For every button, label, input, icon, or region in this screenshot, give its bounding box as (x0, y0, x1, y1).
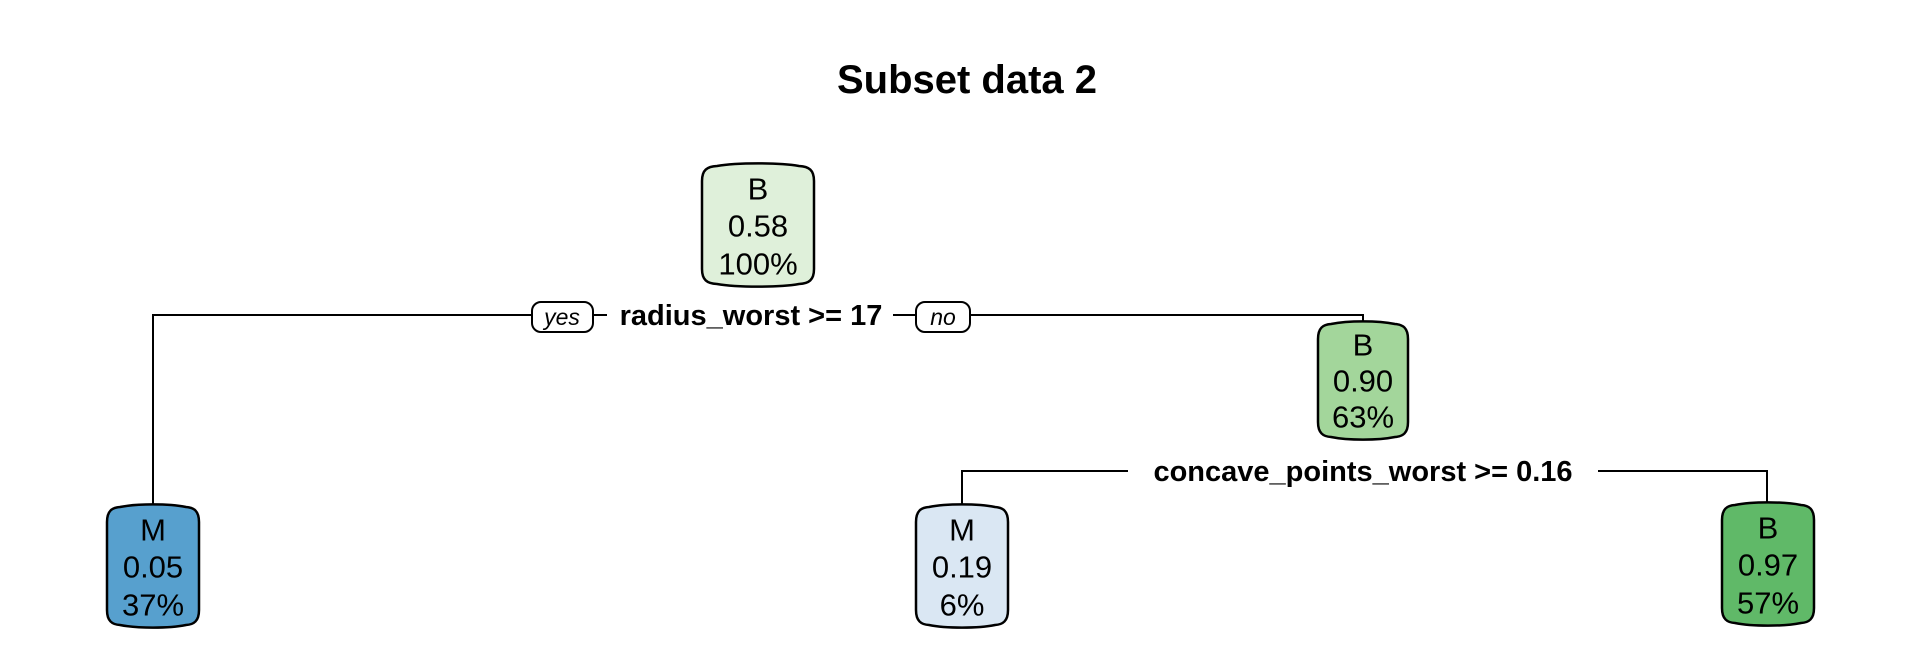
internal-node-b-shape (1316, 320, 1410, 441)
root-node-prob: 0.58 (728, 209, 788, 244)
leaf-node-b-right-prob: 0.97 (1738, 548, 1798, 583)
no-label-box (915, 301, 971, 333)
internal-node-b-prob: 0.90 (1333, 364, 1393, 399)
root-node: B 0.58 100% (700, 162, 816, 288)
leaf-node-b-right-pct: 57% (1737, 586, 1799, 621)
yes-label-box (531, 301, 594, 333)
leaf-node-m-left-prob: 0.05 (123, 550, 183, 585)
split-2-condition-label: concave_points_worst >= 0.16 (1153, 456, 1572, 488)
leaf-node-m-middle-shape (914, 503, 1010, 629)
root-node-shape (700, 162, 816, 288)
leaf-node-b-right-shape (1720, 501, 1816, 627)
plot-title: Subset data 2 (837, 58, 1097, 102)
split-1-condition-label: radius_worst >= 17 (620, 300, 883, 332)
split-2-edges (961, 470, 1768, 507)
root-node-class: B (748, 172, 769, 207)
leaf-node-m-left-pct: 37% (122, 588, 184, 623)
internal-node-b-class: B (1353, 328, 1374, 363)
leaf-node-b-right: B 0.97 57% (1720, 501, 1816, 627)
leaf-node-m-middle-prob: 0.19 (932, 550, 992, 585)
internal-node-b: B 0.90 63% (1316, 320, 1410, 441)
yes-label-text: yes (542, 304, 580, 330)
leaf-node-m-left-class: M (140, 513, 166, 548)
split-1-yes-label: yes (531, 301, 594, 333)
leaf-node-b-right-class: B (1758, 511, 1779, 546)
leaf-node-m-left: M 0.05 37% (105, 503, 201, 629)
leaf-node-m-left-shape (105, 503, 201, 629)
leaf-node-m-middle-class: M (949, 513, 975, 548)
split-1-edges (152, 314, 1364, 507)
leaf-node-m-middle: M 0.19 6% (914, 503, 1010, 629)
split-1-no-label: no (915, 301, 971, 333)
root-node-pct: 100% (718, 247, 797, 282)
no-label-text: no (930, 304, 956, 330)
internal-node-b-pct: 63% (1332, 400, 1394, 435)
leaf-node-m-middle-pct: 6% (940, 588, 985, 623)
